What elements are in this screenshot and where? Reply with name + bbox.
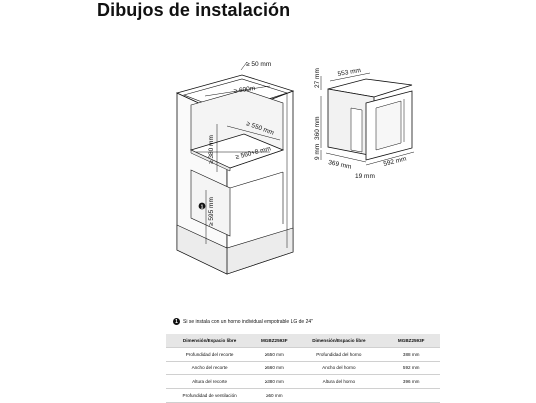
table-row: Profundidad del recorte ≥550 mm Profundi… xyxy=(166,347,440,362)
table-header-row: Dimensión/Espacio libre MGBZ2593F Dimens… xyxy=(166,334,440,348)
table-header-cell: Dimensión/Espacio libre xyxy=(166,334,254,348)
table-header-cell: MGBZ2593F xyxy=(382,334,440,348)
table-row: Ancho del recorte ≥560 mm Ancho del horn… xyxy=(166,361,440,376)
overall-width-label: 592 mm xyxy=(383,155,407,167)
footnote: 1 Si se instala con un horno individual … xyxy=(173,318,313,325)
table-row: Altura del recorte ≥380 mm Altura del ho… xyxy=(166,374,440,390)
table-cell: Profundidad del recorte xyxy=(166,347,254,362)
table-row: Profundidad de ventilación ≥50 mm xyxy=(166,388,440,403)
table-cell: ≥550 mm xyxy=(253,347,296,362)
table-cell: ≥380 mm xyxy=(253,374,296,390)
table-cell: Profundidad del horno xyxy=(295,347,383,362)
table-cell: 396 mm xyxy=(382,374,440,390)
frame-top-label: 27 mm xyxy=(314,68,321,88)
frame-depth-label: 19 mm xyxy=(355,173,375,180)
cabinet-drawing xyxy=(175,74,295,275)
table-cell: Profundidad de ventilación xyxy=(166,388,254,403)
table-cell: Ancho del horno xyxy=(295,361,383,376)
table-cell xyxy=(382,388,440,403)
table-cell: Altura del recorte xyxy=(166,374,254,390)
table-cell: ≥560 mm xyxy=(253,361,296,376)
marker-badge-number: 1 xyxy=(201,204,204,210)
table-cell xyxy=(295,388,383,403)
footnote-text: Si se instala con un horno individual em… xyxy=(183,318,313,325)
table-cell: Altura del horno xyxy=(295,374,383,390)
table-cell: ≥50 mm xyxy=(253,388,296,403)
table-cell: 592 mm xyxy=(382,361,440,376)
footnote-badge: 1 xyxy=(173,318,180,325)
page-title: Dibujos de instalación xyxy=(97,0,291,20)
table-header-cell: Dimensión/Espacio libre xyxy=(295,334,383,348)
frame-bottom-label: 9 mm xyxy=(314,144,321,160)
cabinet-width-label: ≥ 600m xyxy=(233,85,255,95)
marker-badge: 1 xyxy=(198,202,206,210)
floor-height-label: ≥ 595 mm xyxy=(208,197,215,226)
table-cell: 388 mm xyxy=(382,347,440,362)
oven-dimension-lines xyxy=(320,72,415,166)
cabinet-dimension-lines xyxy=(196,61,281,244)
table-header-cell: MGBZ2593F xyxy=(253,334,296,348)
oven-depth-label: 369 mm xyxy=(328,159,352,171)
top-gap-label: ≥ 50 mm xyxy=(246,61,271,68)
oven-height-label: 360 mm xyxy=(314,117,321,140)
oven-drawing xyxy=(327,78,413,161)
oven-width-label: 553 mm xyxy=(337,67,361,78)
table-cell: Ancho del recorte xyxy=(166,361,254,376)
dimension-table: Dimensión/Espacio libre MGBZ2593F Dimens… xyxy=(166,334,440,403)
opening-height-label: ≥ 380 mm xyxy=(208,135,215,164)
